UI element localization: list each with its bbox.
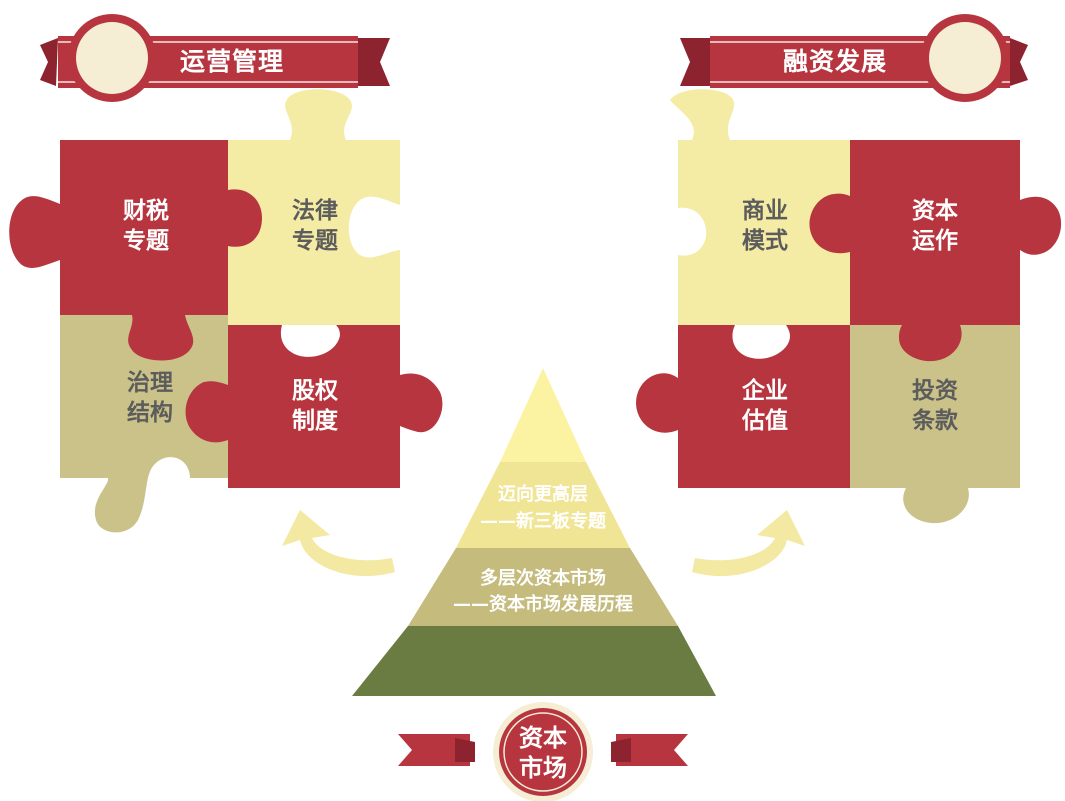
left-puzzle-piece-top-right: 法律 专题: [228, 89, 400, 325]
left-puzzle-top-left-line2: 专题: [123, 227, 169, 254]
seal-line2: 市场: [519, 754, 567, 782]
right-puzzle-bottom-left-line2: 估值: [741, 407, 788, 434]
left-puzzle-top-right-line1: 法律: [292, 197, 338, 224]
pyramid-level-2-line2: ——新三板专题: [480, 510, 607, 532]
left-puzzle-piece-bottom-right: 股权 制度: [185, 325, 443, 488]
left-banner-tail-left: [40, 38, 58, 86]
left-puzzle-bottom-right-line1: 股权: [292, 378, 338, 404]
right-puzzle-bottom-left-line1: 企业: [741, 377, 788, 404]
right-puzzle-top-left-line1: 商业: [742, 197, 788, 224]
left-banner-label: 运营管理: [180, 47, 284, 76]
left-puzzle-bottom-left-line1: 治理: [127, 369, 173, 396]
right-curved-arrow: [692, 510, 805, 577]
capital-market-seal: 资本 市场: [398, 702, 688, 801]
right-arrow-icon: [692, 510, 805, 577]
left-banner-medallion-inner: [76, 22, 148, 94]
right-puzzle-piece-bottom-right: 投资 条款: [850, 325, 1020, 524]
left-puzzle-piece-bottom-left: 治理 结构: [60, 315, 228, 533]
right-puzzle-piece-bottom-left: 企业 估值: [636, 325, 850, 488]
left-puzzle-piece-top-left: 财税 专题: [9, 140, 262, 361]
pyramid-level-2: [456, 462, 630, 548]
right-puzzle-piece-top-right: 资本 运作: [809, 140, 1062, 362]
left-curved-arrow: [282, 510, 395, 577]
pyramid-level-3: [408, 548, 678, 626]
right-banner-medallion-inner: [929, 22, 1001, 94]
left-puzzle-bottom-left-line2: 结构: [127, 399, 173, 426]
seal-body: [499, 708, 587, 796]
left-banner: 运营管理: [40, 14, 390, 102]
right-banner-label: 融资发展: [783, 47, 887, 76]
left-puzzle-top-left-line1: 财税: [123, 197, 169, 224]
pyramid: 迈向更高层 ——新三板专题 多层次资本市场 ——资本市场发展历程: [352, 368, 716, 696]
right-puzzle-bottom-right-line2: 条款: [912, 407, 959, 434]
right-banner-tail-right: [1010, 38, 1028, 86]
left-arrow-icon: [282, 510, 395, 577]
right-puzzle-top-right-line2: 运作: [912, 228, 958, 254]
pyramid-level-top: [500, 368, 586, 462]
pyramid-level-base: [352, 626, 716, 696]
left-puzzle-top-right-line2: 专题: [292, 227, 338, 254]
pyramid-level-3-line1: 多层次资本市场: [480, 567, 606, 589]
seal-ribbon-left: [398, 734, 470, 766]
seal-line1: 资本: [519, 724, 567, 752]
pyramid-level-2-line1: 迈向更高层: [498, 483, 588, 505]
right-puzzle: 商业 模式 投资 条款 资本 运作 企业 估值: [636, 89, 1062, 524]
right-puzzle-top-left-line2: 模式: [742, 228, 788, 254]
left-puzzle-bottom-right-line2: 制度: [292, 407, 339, 434]
right-puzzle-top-right-line1: 资本: [912, 198, 958, 224]
right-puzzle-bottom-right-line1: 投资: [912, 378, 958, 404]
seal-ribbon-right: [616, 734, 688, 766]
right-puzzle-piece-top-left: 商业 模式: [670, 89, 850, 325]
left-puzzle: 治理 结构 法律 专题 财税 专题 股权 制度: [9, 89, 443, 533]
right-banner: 融资发展: [680, 14, 1028, 102]
pyramid-level-3-line2: ——资本市场发展历程: [453, 593, 633, 615]
